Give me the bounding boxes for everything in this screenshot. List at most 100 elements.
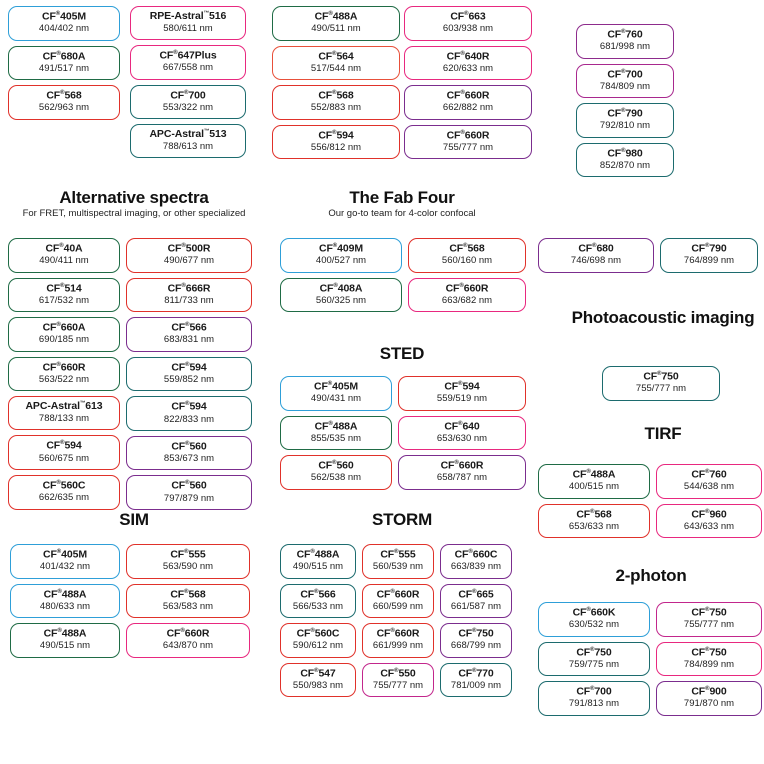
registered-icon: ® [56,322,61,329]
registered-icon: ® [458,420,463,427]
dye-name: CF®566 [300,588,336,601]
trademark-icon: ™ [79,400,86,407]
registered-icon: ® [184,89,189,96]
dye-spectra: 491/517 nm [38,62,90,74]
dye-spectra: 560/160 nm [441,255,493,267]
heading-fab-four: The Fab Four Our go-to team for 4-color … [272,188,532,220]
dye-spectra: 590/612 nm [292,640,344,652]
dye-spectra: 550/983 nm [292,680,344,692]
dye-name: CF®488A [314,10,358,23]
dye-name: CF®488A [296,548,340,561]
dye-name: CF®663 [450,10,486,23]
registered-icon: ® [472,628,477,635]
section-title-sted: STED [379,344,425,363]
dye-spectra: 552/883 nm [310,102,362,114]
dye-name: CF®760 [607,28,643,41]
dye-name: CF®405M [314,380,358,393]
dye-spectra: 658/787 nm [436,472,488,484]
dye-name: CF®640 [444,420,480,433]
dye-name: CF®568 [170,588,206,601]
registered-icon: ® [56,479,61,486]
dye-name: CF®770 [458,667,494,680]
registered-icon: ® [185,480,190,487]
registered-icon: ® [460,90,465,97]
